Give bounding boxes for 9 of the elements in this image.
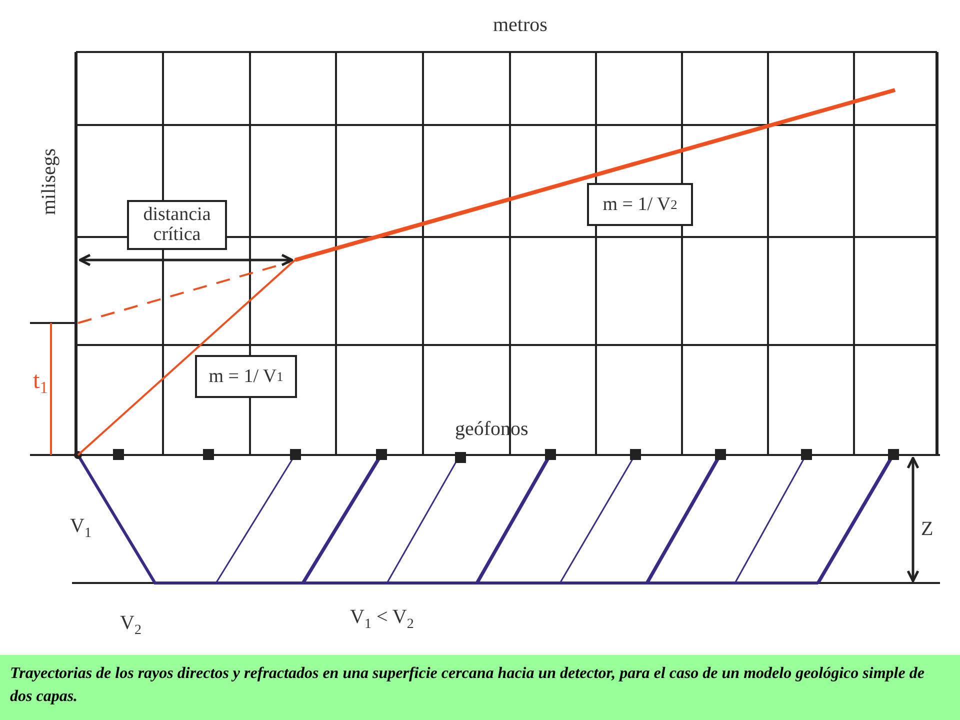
depth-label: Z	[921, 518, 934, 540]
intercept-time-label: t$_{1}$	[33, 370, 48, 392]
layer-velocity-label: V$_{1}$	[70, 515, 92, 537]
label-box: distancia crítica	[127, 200, 227, 250]
axis-title: metros	[493, 14, 548, 36]
velocity-relation-label: V$_{1}$ < V$_{2}$	[350, 606, 414, 628]
layer-velocity-label: V$_{2}$	[120, 612, 142, 634]
axis-title: milisegs	[38, 148, 60, 215]
caption: Trayectorias de los rayos directos y refractados en una superficie cercana hacia un detector, para el caso de un modelo geológico simple de dos capas.	[0, 655, 960, 720]
